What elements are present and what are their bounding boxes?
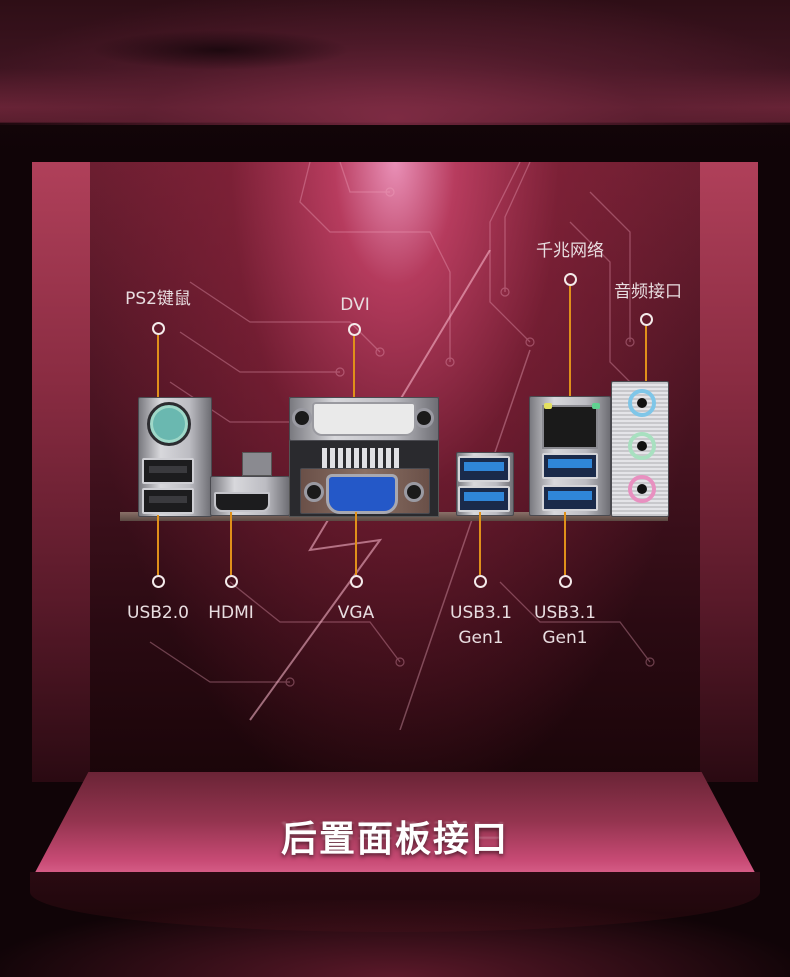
label-vga: VGA (337, 603, 375, 623)
usb31-b-wire (564, 512, 566, 575)
right-pillar (700, 162, 758, 782)
vga-wire (355, 512, 357, 575)
page-title: 后置面板接口 (280, 819, 509, 860)
usb31-b-marker-dot (559, 575, 572, 588)
ps2-marker-dot (152, 322, 165, 335)
dvi-screw-right (414, 408, 434, 428)
label-usb31-b-line2: Gen1 (542, 628, 588, 648)
usb31-port-b1 (542, 453, 598, 479)
floor-glow (0, 900, 790, 977)
hdmi-latch (242, 452, 272, 476)
dvi-marker-dot (348, 323, 361, 336)
usb20-marker-dot (152, 575, 165, 588)
page-title-reflection: 后置面板接口 (280, 818, 509, 842)
lan-marker-dot (564, 273, 577, 286)
dvi-wire (353, 336, 355, 398)
label-usb31-b-line1: USB3.1 (534, 603, 596, 623)
label-lan: 千兆网络 (536, 241, 604, 261)
usb31-port-a1 (458, 456, 510, 482)
vga-screw-left (304, 482, 324, 502)
usb31-a-marker-dot (474, 575, 487, 588)
usb20-wire (157, 515, 159, 575)
left-pillar (32, 162, 90, 782)
label-usb20: USB2.0 (127, 603, 189, 623)
dvi-port (312, 402, 416, 436)
vga-marker-dot (350, 575, 363, 588)
rj45-port (542, 405, 598, 449)
usb31-a-wire (479, 512, 481, 575)
ps2-port (147, 402, 191, 446)
label-dvi: DVI (340, 295, 370, 315)
lan-wire (569, 286, 571, 396)
label-ps2: PS2键鼠 (125, 289, 191, 309)
lan-led-green (592, 403, 600, 409)
audio-jack-mic (628, 475, 656, 503)
ceiling-shadow (90, 30, 350, 70)
audio-wire (645, 326, 647, 381)
audio-marker-dot (640, 313, 653, 326)
usb31-port-b2 (542, 485, 598, 511)
usb31-port-a2 (458, 486, 510, 512)
lan-led-yellow (544, 403, 552, 409)
hdmi-marker-dot (225, 575, 238, 588)
hdmi-wire (230, 512, 232, 575)
audio-jack-line-in (628, 389, 656, 417)
label-hdmi: HDMI (208, 603, 254, 623)
vga-vent (322, 448, 402, 468)
label-usb31-a-line2: Gen1 (458, 628, 504, 648)
vga-screw-right (404, 482, 424, 502)
ps2-wire (157, 335, 159, 397)
platform-top (30, 772, 760, 882)
label-usb31-a-line1: USB3.1 (450, 603, 512, 623)
vga-port (326, 474, 398, 514)
usb20-port-1 (142, 458, 194, 484)
hdmi-port (214, 492, 270, 512)
usb20-port-2 (142, 488, 194, 514)
label-audio: 音频接口 (614, 282, 682, 302)
dvi-screw-left (292, 408, 312, 428)
audio-jack-line-out (628, 432, 656, 460)
